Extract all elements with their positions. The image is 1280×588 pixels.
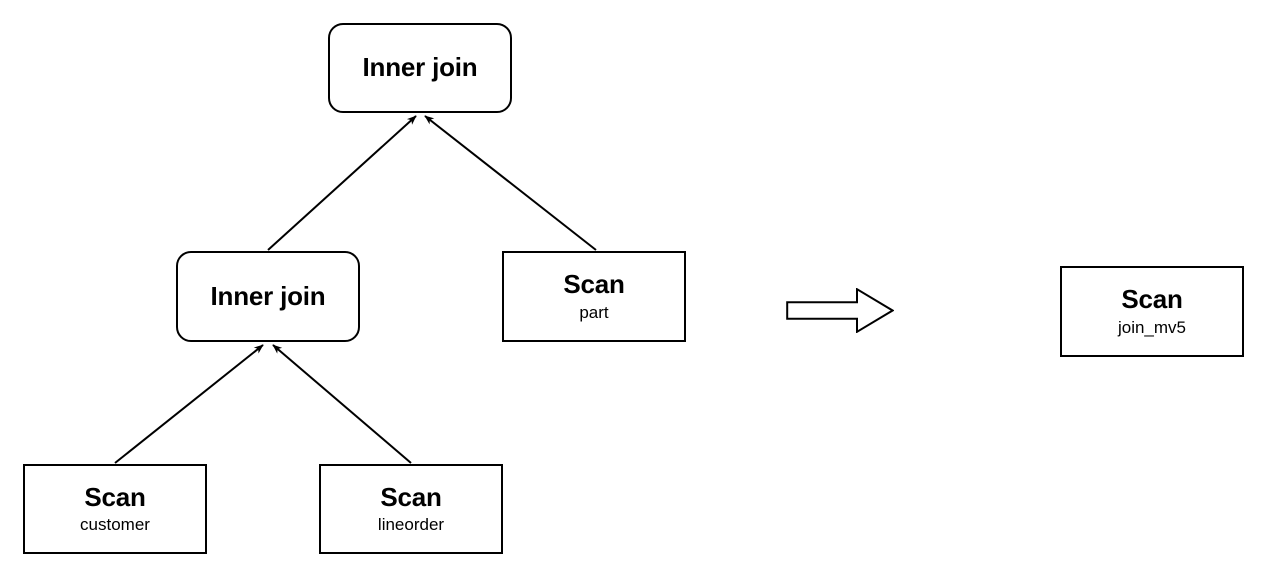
node-title: Scan: [563, 269, 625, 300]
edge-scan-customer-to-lower-join: [114, 344, 264, 464]
node-title: Inner join: [210, 280, 326, 311]
edge-scan-part-to-top-join: [424, 115, 597, 251]
node-inner-join-lower[interactable]: Inner join: [176, 251, 360, 342]
node-subtitle: lineorder: [377, 515, 445, 535]
node-scan-part[interactable]: Scan part: [502, 251, 686, 342]
node-scan-join-mv5[interactable]: Scan join_mv5: [1060, 266, 1244, 357]
node-inner-join-top[interactable]: Inner join: [328, 23, 512, 113]
node-scan-lineorder[interactable]: Scan lineorder: [319, 464, 503, 554]
block-arrow-right-icon: [786, 288, 894, 333]
node-subtitle: join_mv5: [1117, 317, 1187, 337]
node-title: Inner join: [362, 52, 478, 83]
node-title: Scan: [380, 481, 442, 512]
edge-lower-join-to-top-join: [267, 115, 417, 251]
node-subtitle: customer: [80, 515, 150, 535]
node-subtitle: part: [579, 302, 609, 322]
edge-scan-lineorder-to-lower-join: [272, 344, 412, 464]
node-title: Scan: [84, 481, 146, 512]
node-title: Scan: [1121, 284, 1183, 315]
node-scan-customer[interactable]: Scan customer: [23, 464, 207, 554]
